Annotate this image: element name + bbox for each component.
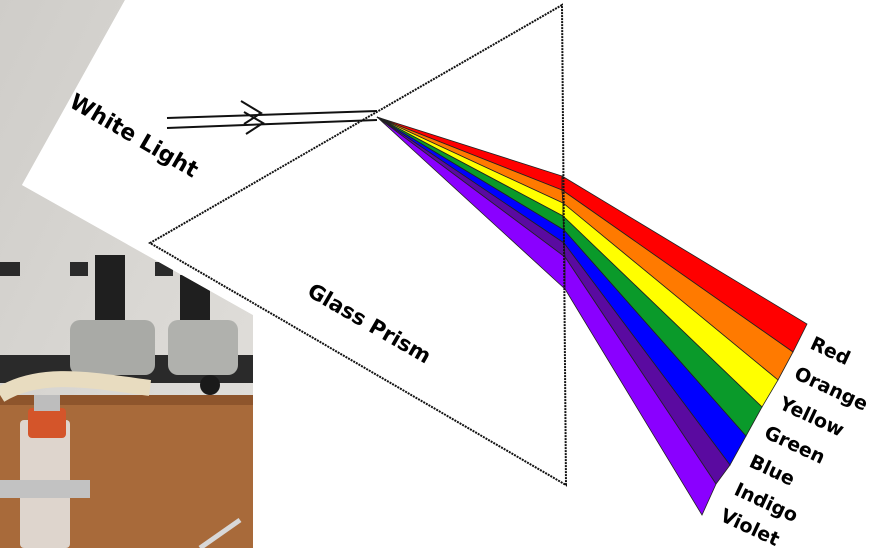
ray-band-violet (564, 255, 717, 516)
white-light-beam (166, 100, 378, 135)
arrow-head-icon (240, 100, 263, 125)
spectrum-rays (376, 116, 808, 516)
arrow-head-icon (243, 111, 265, 135)
glass-prism (148, 3, 568, 487)
